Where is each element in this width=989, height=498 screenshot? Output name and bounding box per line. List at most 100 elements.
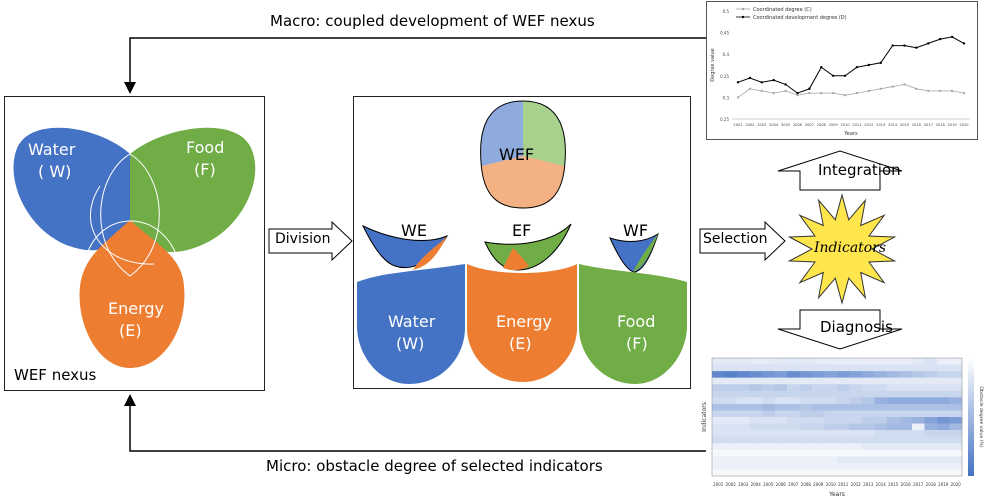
- heatmap-cell: [837, 371, 850, 378]
- heatmap-cell: [937, 371, 950, 378]
- heatmap-cell: [762, 358, 775, 365]
- heatmap-x-tick: 2014: [876, 482, 887, 487]
- heatmap-cell: [712, 456, 725, 464]
- heatmap-cell: [774, 430, 788, 437]
- heatmap-cell: [799, 410, 813, 418]
- heatmap-x-tick: 2008: [801, 482, 812, 487]
- heatmap-x-tick: 2018: [926, 482, 937, 487]
- heatmap-cell: [899, 449, 913, 457]
- heatmap-cell: [774, 397, 788, 405]
- heatmap-cell: [724, 430, 738, 437]
- heatmap-cell: [874, 443, 888, 451]
- heatmap-cell: [887, 469, 900, 477]
- heatmap-cell: [849, 417, 863, 424]
- heatmap-cell: [724, 436, 738, 444]
- heatmap-cell: [849, 456, 863, 464]
- heatmap-cell: [762, 430, 775, 437]
- line-x-tick: 2001: [733, 123, 742, 127]
- heatmap-cell: [762, 397, 775, 405]
- heatmap-cell: [787, 384, 800, 392]
- heatmap-cell: [737, 417, 750, 424]
- heatmap-cell: [949, 397, 963, 405]
- heatmap-cell: [787, 377, 800, 385]
- line-point: [962, 42, 966, 45]
- heatmap-cell: [899, 410, 913, 418]
- heatmap-cell: [924, 436, 938, 444]
- line-point: [951, 89, 954, 92]
- heatmap-cell: [724, 384, 738, 392]
- heatmap-cell: [824, 410, 838, 418]
- heatmap-cell: [749, 390, 763, 398]
- heatmap-cell: [924, 462, 938, 470]
- heatmap-cell: [899, 417, 913, 424]
- heatmap-cell: [787, 423, 800, 431]
- heatmap-cell: [724, 423, 738, 431]
- heatmap-cell: [712, 403, 725, 411]
- selection-arrow: [699, 220, 786, 262]
- heatmap-cell: [937, 390, 950, 398]
- integration-label: Integration: [818, 161, 901, 179]
- heatmap-cell: [712, 377, 725, 385]
- heatmap-cell: [949, 364, 963, 372]
- heatmap-cell: [824, 377, 838, 385]
- heatmap-cell: [924, 371, 938, 378]
- heatmap-cell: [812, 462, 825, 470]
- heatmap-cell: [774, 384, 788, 392]
- heatmap-cell: [737, 436, 750, 444]
- heatmap-cell: [849, 384, 863, 392]
- heatmap-cell: [749, 449, 763, 457]
- heatmap-cell: [862, 390, 875, 398]
- heatmap-cell: [737, 403, 750, 411]
- heatmap-cell: [937, 436, 950, 444]
- heatmap-cell: [862, 469, 875, 477]
- heatmap-cell: [874, 364, 888, 372]
- heatmap-cell: [762, 436, 775, 444]
- heatmap-cell: [949, 423, 963, 431]
- heatmap-x-tick: 2003: [738, 482, 749, 487]
- heatmap-cell: [887, 417, 900, 424]
- heatmap-cell: [799, 456, 813, 464]
- line-point: [784, 83, 787, 86]
- heatmap-cell: [912, 456, 925, 464]
- heatmap-cell: [837, 462, 850, 470]
- line-point: [748, 76, 752, 80]
- line-point: [748, 87, 751, 90]
- heatmap-cell: [862, 456, 875, 464]
- heatmap-cell: [937, 423, 950, 431]
- heatmap-x-tick: 2019: [938, 482, 949, 487]
- division-shapes: [357, 100, 687, 384]
- line-x-tick: 2006: [793, 123, 803, 127]
- heatmap-cell: [887, 358, 900, 365]
- diagnosis-arrow: [777, 309, 903, 350]
- heatmap-cell: [912, 397, 925, 405]
- heatmap-cell: [924, 384, 938, 392]
- heatmap-cell: [949, 358, 963, 365]
- heatmap-cell: [874, 423, 888, 431]
- heatmap-cell: [824, 417, 838, 424]
- heatmap-cell: [774, 423, 788, 431]
- heatmap-cell: [712, 358, 725, 365]
- heatmap-cell: [937, 462, 950, 470]
- line-point: [772, 78, 775, 82]
- heatmap-cell: [749, 358, 763, 365]
- heatmap-cell: [899, 364, 913, 372]
- line-point: [950, 35, 954, 39]
- line-x-tick: 2011: [852, 123, 861, 127]
- heatmap-frame: [711, 357, 963, 477]
- heatmap-cell: [774, 403, 788, 411]
- heatmap-cell: [874, 384, 888, 392]
- heatmap-cell: [799, 443, 813, 451]
- heatmap-cell: [799, 364, 813, 372]
- legend-entry: Coordinated development degree (D): [753, 15, 847, 21]
- heatmap-cell: [774, 456, 788, 464]
- heatmap-cell: [912, 403, 925, 411]
- heatmap-cell: [887, 377, 900, 385]
- heatmap-cell: [837, 417, 850, 424]
- heatmap-cell: [899, 443, 913, 451]
- energy-bowl: [467, 264, 577, 382]
- heatmap-cell: [899, 456, 913, 464]
- heatmap-cell: [937, 403, 950, 411]
- line-point: [808, 87, 811, 90]
- heatmap-cell: [874, 449, 888, 457]
- heatmap-cell: [824, 371, 838, 378]
